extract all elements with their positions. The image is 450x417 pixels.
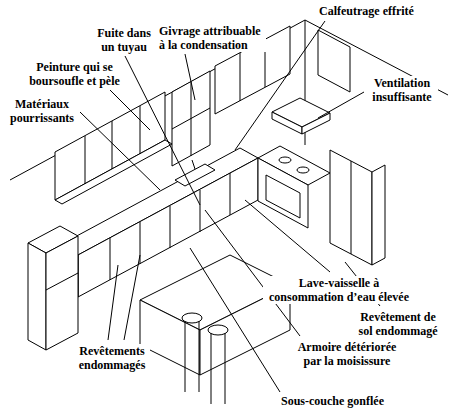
leader-line <box>245 200 330 272</box>
burner <box>297 167 309 173</box>
cabinet-door-line <box>351 161 352 254</box>
callout-label: Fuite dans un tuyau <box>93 26 155 54</box>
cabinet-door-line <box>110 238 111 280</box>
burner <box>279 157 291 163</box>
cabinet-door-line <box>240 53 241 101</box>
cabinet-door-line <box>170 206 171 248</box>
callout-label: Revêtement de sol endommagé <box>354 310 442 338</box>
callout-label: Lave-vaisselle à consommation d’eau élev… <box>263 276 415 304</box>
stool-leg <box>199 321 200 392</box>
leader-line <box>125 56 200 205</box>
tall-cabinet <box>330 150 372 265</box>
range-hood-face <box>272 112 302 134</box>
refrigerator <box>46 236 78 350</box>
callout-label: Peinture qui se boursoufle et pèle <box>26 60 123 88</box>
leader-line <box>124 255 140 340</box>
stool-leg <box>185 321 186 392</box>
tall-cabinet-side <box>372 165 385 265</box>
cabinet-door-line <box>85 136 86 184</box>
callout-label: Calfeutrage effrité <box>318 4 415 18</box>
window <box>172 71 210 166</box>
stool-leg <box>225 333 226 404</box>
callout-label: Givrage attribuable à la condensation <box>158 24 266 52</box>
oven-door <box>266 175 300 218</box>
stool-leg <box>211 333 212 404</box>
leader-line <box>80 112 160 190</box>
faucet <box>192 160 195 169</box>
leader-line <box>185 54 195 100</box>
cabinet-door-line <box>112 121 113 169</box>
upper-cabinet <box>318 30 350 92</box>
cabinet-door-line <box>230 173 231 215</box>
callout-label: Revêtements endommagés <box>74 344 150 372</box>
leader-line <box>205 210 300 336</box>
window-mullion <box>172 108 210 129</box>
leader-line <box>318 92 364 118</box>
callout-label: Ventilation insuffisante <box>366 76 438 104</box>
leader-line <box>108 265 118 340</box>
refrigerator-door-line <box>46 273 78 290</box>
callout-label: Armoire détériorée par la moisissure <box>292 340 402 368</box>
range-hood-face <box>302 113 330 134</box>
cabinet-door-line <box>140 106 141 154</box>
callout-label: Matériaux pourrissants <box>6 97 78 125</box>
refrigerator-side <box>28 243 46 350</box>
leader-line <box>190 248 280 392</box>
callout-label: Sous-couche gonflée <box>280 394 385 408</box>
leader-line <box>110 90 150 130</box>
cabinet-door-line <box>200 190 201 232</box>
